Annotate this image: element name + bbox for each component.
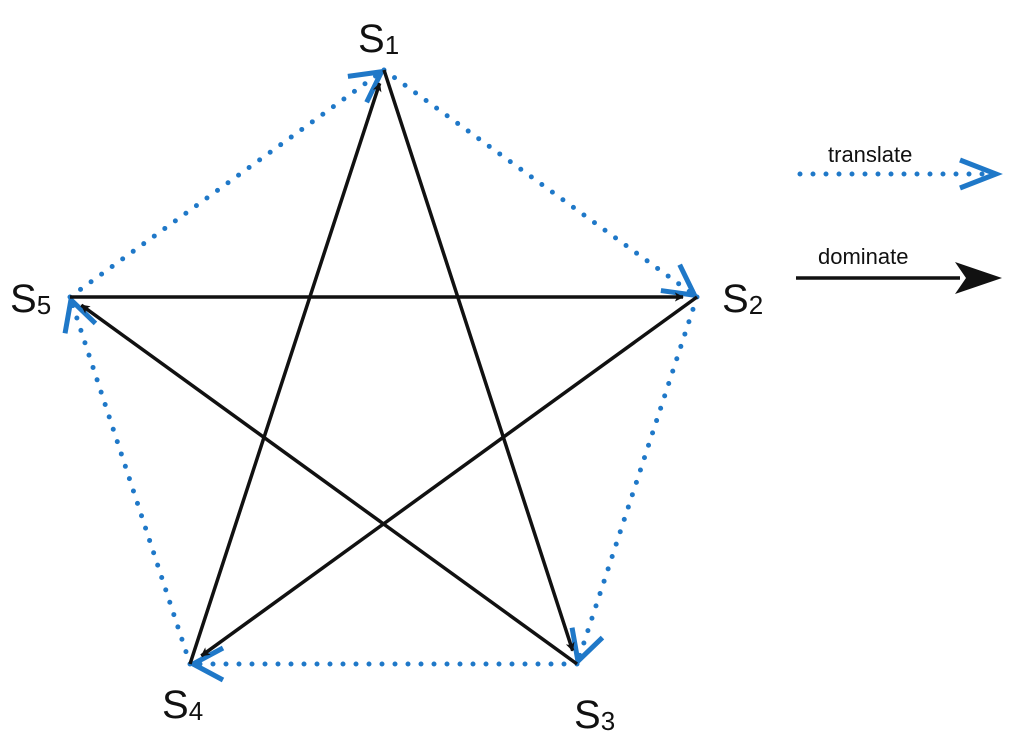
translate-edge-s2-s3 xyxy=(574,294,700,667)
legend-translate-arrowhead xyxy=(959,157,1003,191)
node-label-s1: S1 xyxy=(358,17,399,61)
translate-arrowhead-s2-s3 xyxy=(569,627,605,667)
translate-arrowhead-s4-s5 xyxy=(62,294,98,334)
node-label-s4: S4 xyxy=(162,683,203,727)
translate-edge-s4-s5 xyxy=(67,294,193,667)
translate-edges xyxy=(62,67,700,683)
node-label-s5: S5 xyxy=(10,277,51,321)
legend: translate dominate xyxy=(796,142,1003,294)
node-label-s3: S3 xyxy=(574,693,615,737)
translate-arrowhead-s3-s4 xyxy=(187,645,225,683)
legend-dominate-label: dominate xyxy=(818,244,909,269)
dominate-edge-s1-s3 xyxy=(382,69,575,652)
translate-edge-s5-s1 xyxy=(67,67,387,300)
dominate-edge-s4-s1 xyxy=(188,82,382,665)
dominate-edge-s3-s5 xyxy=(80,303,579,666)
legend-translate-label: translate xyxy=(828,142,912,167)
dominate-edges xyxy=(70,69,699,666)
translate-edge-s1-s2 xyxy=(381,67,700,300)
legend-dominate-arrowhead xyxy=(955,262,1002,294)
translate-arrowhead-s5-s1 xyxy=(347,68,386,104)
node-label-s2: S2 xyxy=(722,277,763,321)
translate-arrowhead-s1-s2 xyxy=(660,263,699,299)
dominate-edge-s2-s4 xyxy=(200,295,699,658)
